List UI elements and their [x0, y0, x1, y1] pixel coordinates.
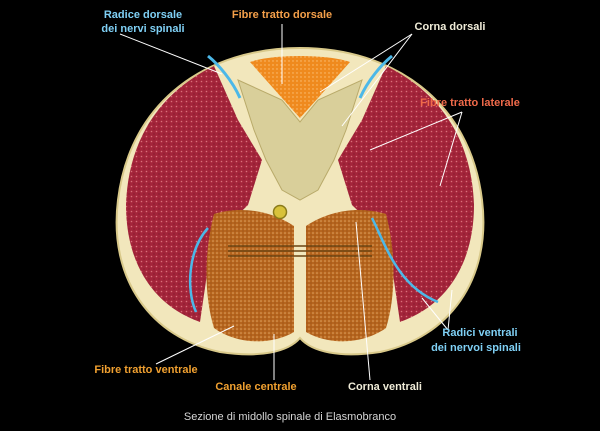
cord-section — [115, 46, 485, 356]
ventral-horns-label: Corna ventrali — [348, 381, 422, 393]
dorsal-horns-label: Corna dorsali — [415, 21, 486, 33]
ventral-roots-label-line2: dei nervoi spinali — [431, 342, 521, 354]
dorsal-grey-matter — [237, 79, 363, 201]
dorsal-root-label-line2: dei nervi spinali — [101, 23, 184, 35]
lateral-fibers-label: Fibre tratto laterale — [420, 97, 520, 109]
dorsal-root-left — [207, 54, 242, 99]
ventral-tract-right — [306, 210, 394, 342]
lateral-tract-right — [338, 66, 474, 322]
central-canal — [272, 204, 288, 220]
ventral-commissure — [228, 245, 372, 257]
lateral-tract-left — [126, 66, 262, 322]
labels: Radice dorsale dei nervi spinali Fibre t… — [94, 9, 521, 393]
ventral-fibers-label: Fibre tratto ventrale — [94, 364, 197, 376]
ventral-root-right — [370, 217, 439, 304]
dorsal-root-right — [358, 54, 393, 99]
ventral-roots-label-line1: Radici ventrali — [442, 327, 517, 339]
ventral-tract-left — [206, 210, 294, 342]
pointer-lines — [119, 24, 463, 381]
dorsal-tract — [250, 56, 350, 118]
dorsal-root-label-line1: Radice dorsale — [104, 9, 182, 21]
central-canal-label: Canale centrale — [215, 381, 296, 393]
figure-caption: Sezione di midollo spinale di Elasmobran… — [184, 411, 396, 423]
ventral-root-left — [188, 227, 209, 313]
dorsal-fibers-label: Fibre tratto dorsale — [232, 9, 332, 21]
